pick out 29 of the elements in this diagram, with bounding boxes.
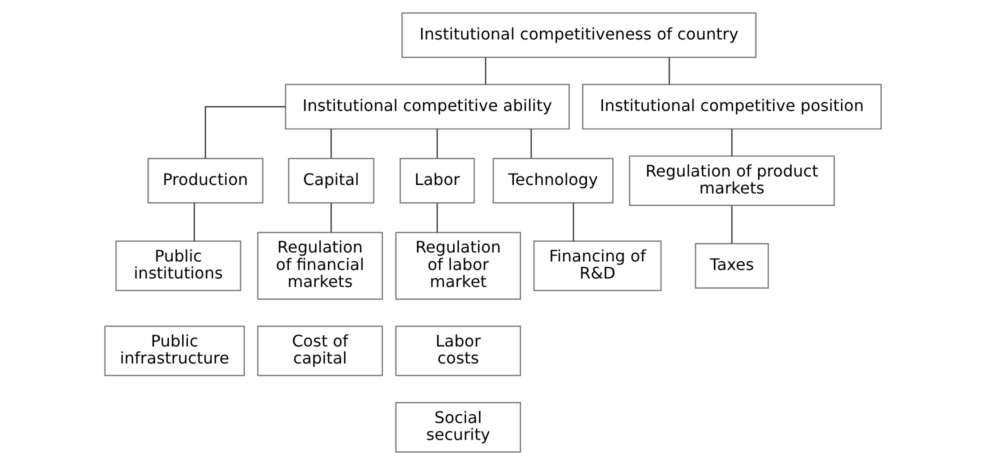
connector <box>730 128 732 156</box>
connector <box>668 57 670 84</box>
node-box: Labor costs <box>394 326 521 376</box>
connector <box>530 128 532 158</box>
node-box: Public institutions <box>114 240 241 292</box>
node-box: Production <box>146 158 263 204</box>
node-box: Regulation of financial markets <box>256 232 382 300</box>
node-box: Social security <box>394 402 521 453</box>
node-box: Financing of R&D <box>532 240 662 292</box>
node-box: Public infrastructure <box>104 326 244 376</box>
connector <box>436 128 438 158</box>
node-box: Regulation of product markets <box>628 155 834 206</box>
node-box: Institutional competitive position <box>582 84 882 130</box>
node-box: Technology <box>492 158 614 204</box>
connector <box>730 206 732 244</box>
connector <box>204 106 286 159</box>
node-box: Institutional competitive ability <box>284 84 570 130</box>
node-box: Labor <box>399 158 474 204</box>
connector <box>193 203 194 241</box>
node-box: Regulation of labor market <box>394 232 521 300</box>
node-box: Cost of capital <box>256 326 382 376</box>
node-box: Institutional competitiveness of country <box>400 12 756 58</box>
connector <box>572 203 574 241</box>
connector <box>330 203 332 232</box>
node-box: Taxes <box>694 242 768 289</box>
connector <box>484 57 486 84</box>
connector <box>436 203 438 232</box>
connector <box>330 128 332 158</box>
node-box: Capital <box>288 158 374 204</box>
